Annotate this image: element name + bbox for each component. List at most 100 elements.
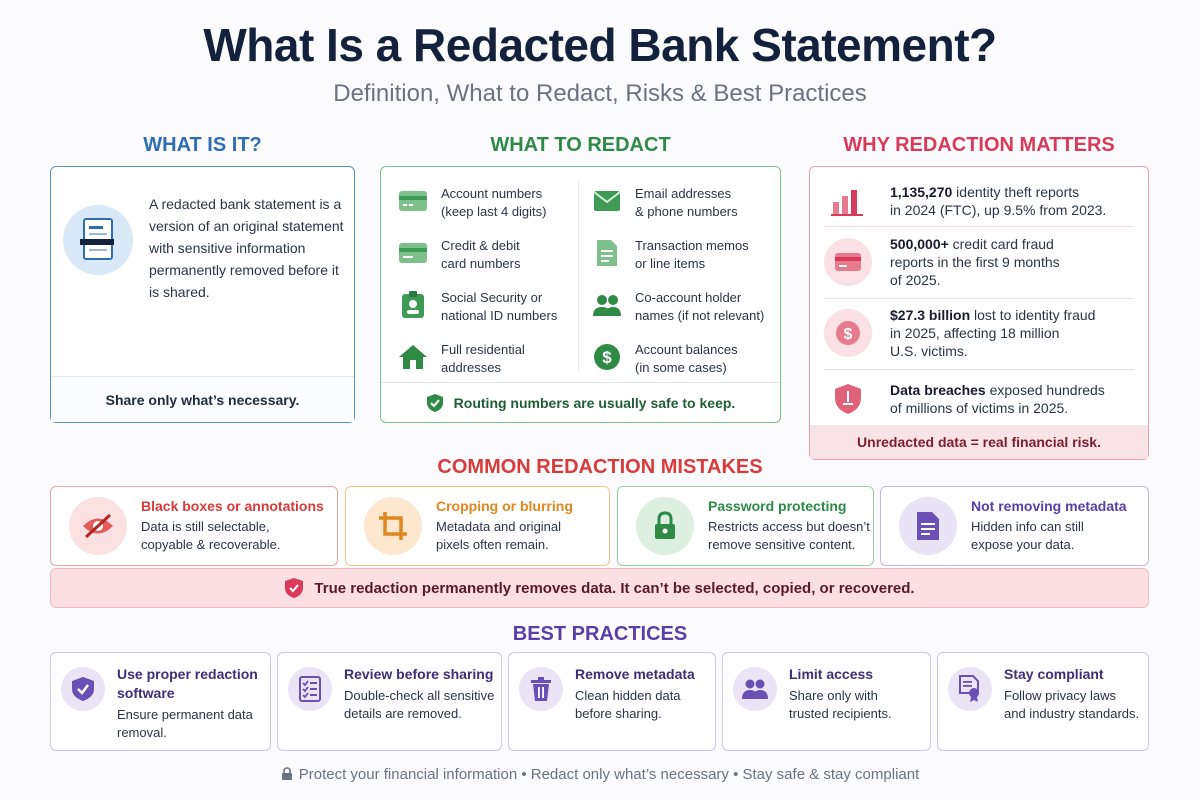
stat-line: credit card fraud: [948, 236, 1054, 252]
redact-item-detail: (keep last 4 digits): [441, 204, 547, 219]
id-badge-icon: [397, 289, 429, 321]
trash-icon: [519, 667, 563, 711]
practice-title: Remove metadata: [575, 666, 695, 682]
redact-item-label: Co-account holder: [635, 290, 742, 305]
redact-item-label: Account balances: [635, 342, 738, 357]
banner-text: True redaction permanently removes data.…: [314, 579, 915, 597]
mistake-desc: remove sensitive content.: [708, 537, 856, 552]
what-to-redact-panel: Account numbers (keep last 4 digits) Cred…: [380, 166, 781, 423]
shield-alert-icon: [824, 375, 872, 423]
practice-desc: before sharing.: [575, 706, 662, 721]
practice-desc: Ensure permanent data: [117, 707, 253, 722]
svg-text:$: $: [844, 326, 853, 343]
stat-line: identity theft reports: [952, 184, 1080, 200]
separator: [824, 298, 1134, 299]
practice-desc: trusted recipients.: [789, 706, 892, 721]
redact-item-detail: or line items: [635, 256, 706, 271]
stat-value: Data breaches: [890, 382, 986, 398]
why-matters-heading: WHY REDACTION MATTERS: [843, 134, 1115, 156]
bar-chart-icon: [824, 177, 872, 225]
redact-item: Full residential addresses: [397, 341, 525, 377]
mistake-desc: Metadata and original: [436, 519, 562, 534]
redact-item-label: Account numbers: [441, 186, 543, 201]
redact-item-label: Email addresses: [635, 186, 732, 201]
column-divider: [578, 181, 579, 371]
mistake-title: Password protecting: [708, 498, 847, 514]
stat-item: Data breaches exposed hundreds of million…: [810, 375, 1150, 423]
stat-line: exposed hundreds: [985, 382, 1105, 398]
stat-text: Data breaches exposed hundreds of million…: [890, 381, 1135, 417]
shield-check-icon: [61, 667, 105, 711]
practice-desc: Follow privacy laws: [1004, 688, 1116, 703]
mistake-desc: expose your data.: [971, 537, 1075, 552]
redact-item-label: Full residential: [441, 342, 525, 357]
credit-card-icon: [824, 238, 872, 286]
mistake-desc: Restricts access but doesn’t: [708, 519, 870, 534]
redact-item: Social Security or national ID numbers: [397, 289, 557, 325]
stat-text: $27.3 billion lost to identity fraud in 2…: [890, 306, 1135, 360]
svg-text:$: $: [602, 348, 612, 367]
stat-value: $27.3 billion: [890, 307, 971, 323]
dollar-icon: $: [591, 341, 623, 373]
best-practices-heading: BEST PRACTICES: [512, 623, 688, 645]
stat-line: of 2025.: [890, 272, 941, 288]
practice-desc: and industry standards.: [1004, 706, 1140, 721]
file-icon: [899, 497, 957, 555]
stat-item: $ $27.3 billion lost to identity fraud in…: [810, 306, 1150, 360]
definition-text: A redacted bank statement is a version o…: [149, 196, 344, 300]
redact-item-detail: addresses: [441, 360, 501, 375]
stat-line: in 2025, affecting 18 million: [890, 325, 1060, 341]
practice-title: Review before sharing: [344, 666, 494, 682]
lock-icon: [281, 767, 292, 780]
envelope-icon: [591, 185, 623, 217]
mistake-desc: Data is still selectable,: [141, 519, 270, 534]
mistakes-heading: COMMON REDACTION MISTAKES: [437, 456, 763, 478]
page-title: What Is a Redacted Bank Statement?: [203, 19, 997, 71]
house-icon: [397, 341, 429, 373]
document-icon: [63, 205, 133, 275]
practice-desc: removal.: [117, 725, 167, 740]
what-to-redact-heading: WHAT TO REDACT: [490, 134, 671, 156]
redact-item-label: Transaction memos: [635, 238, 749, 253]
stat-value: 1,135,270: [890, 184, 953, 200]
practice-title: Limit access: [789, 666, 874, 682]
why-matters-footer: Unredacted data = real financial risk.: [810, 425, 1148, 459]
practice-title: Use proper redaction software: [117, 666, 258, 701]
card-icon: [397, 185, 429, 217]
stat-line: of millions of victims in 2025.: [890, 400, 1069, 416]
card-icon: [397, 237, 429, 269]
redact-item-detail: national ID numbers: [441, 308, 558, 323]
lock-icon: [636, 497, 694, 555]
practice-desc: details are removed.: [344, 706, 462, 721]
stat-line: U.S. victims.: [890, 343, 968, 359]
shield-check-icon: [426, 393, 443, 412]
stat-line: lost to identity fraud: [970, 307, 1096, 323]
redact-item: Transaction memos or line items: [591, 237, 749, 273]
what-to-redact-footer-text: Routing numbers are usually safe to keep…: [453, 394, 736, 411]
redact-item: Account numbers (keep last 4 digits): [397, 185, 547, 221]
redact-item-detail: (in some cases): [635, 360, 727, 375]
document-icon: [591, 237, 623, 269]
redact-item-label: Social Security or: [441, 290, 543, 305]
practice-desc: Share only with: [789, 688, 878, 703]
checklist-icon: [288, 667, 332, 711]
what-is-it-footer: Share only what’s necessary.: [51, 376, 354, 422]
separator: [824, 226, 1134, 227]
redact-item: Email addresses& phone numbers: [591, 185, 738, 221]
what-is-it-heading: WHAT IS IT?: [143, 134, 262, 156]
footer-text: Protect your financial information • Red…: [298, 766, 920, 783]
shield-check-icon: [285, 578, 304, 598]
what-to-redact-footer: Routing numbers are usually safe to keep…: [381, 382, 780, 422]
redact-item-label: Credit & debit: [441, 238, 520, 253]
